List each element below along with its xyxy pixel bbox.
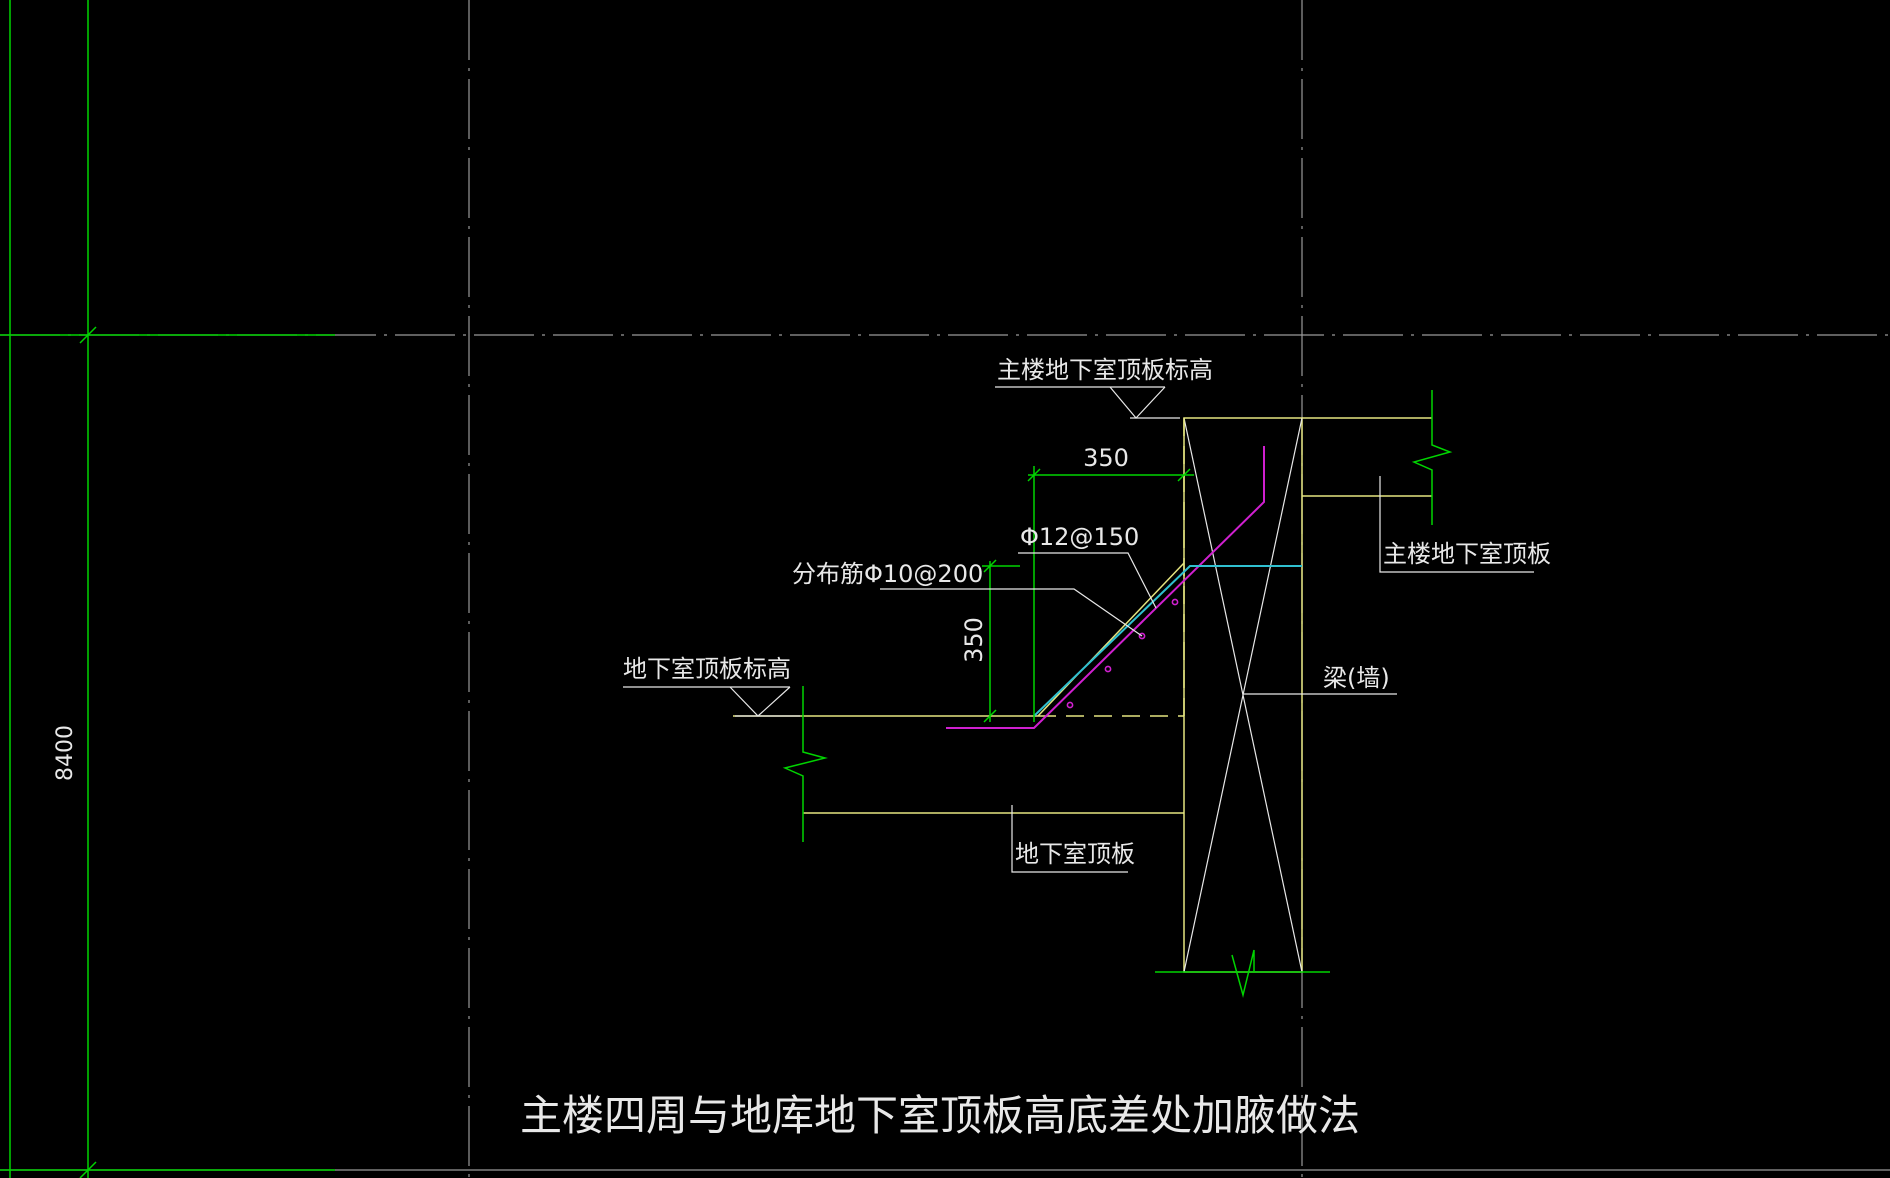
haunch-slope-line — [1037, 562, 1185, 717]
rebar-cyan — [1033, 565, 1302, 717]
distribution-rebar-label: 分布筋Φ10@200 — [792, 560, 983, 588]
main-slab-label: 主楼地下室顶板 — [1383, 540, 1551, 568]
left-dimension — [0, 0, 335, 1178]
basement-slab-elevation-label: 地下室顶板标高 — [623, 655, 791, 683]
rebar-leaders — [880, 552, 1157, 637]
main-slab — [1302, 390, 1534, 573]
basement-elevation-marker — [623, 686, 800, 717]
dimension-vertical-value: 350 — [960, 617, 988, 663]
basement-slab-label: 地下室顶板 — [1015, 840, 1135, 868]
drawing-title: 主楼四周与地库地下室顶板高底差处加腋做法 — [520, 1091, 1360, 1140]
rebar-magenta — [946, 446, 1265, 729]
basement-slab — [733, 686, 1184, 873]
distribution-bars — [1066, 598, 1179, 709]
dimension-horizontal-value: 350 — [1083, 444, 1129, 472]
wall-bottom-break — [1155, 949, 1330, 998]
dimension-vertical — [982, 559, 1020, 723]
main-elevation-marker — [995, 386, 1180, 419]
main-slab-elevation-label: 主楼地下室顶板标高 — [997, 356, 1213, 384]
left-dimension-value: 8400 — [53, 725, 78, 781]
beam-wall-label: 梁(墙) — [1323, 664, 1390, 692]
dimension-horizontal — [1027, 466, 1194, 722]
haunch-rebar-label: Φ12@150 — [1020, 523, 1139, 551]
